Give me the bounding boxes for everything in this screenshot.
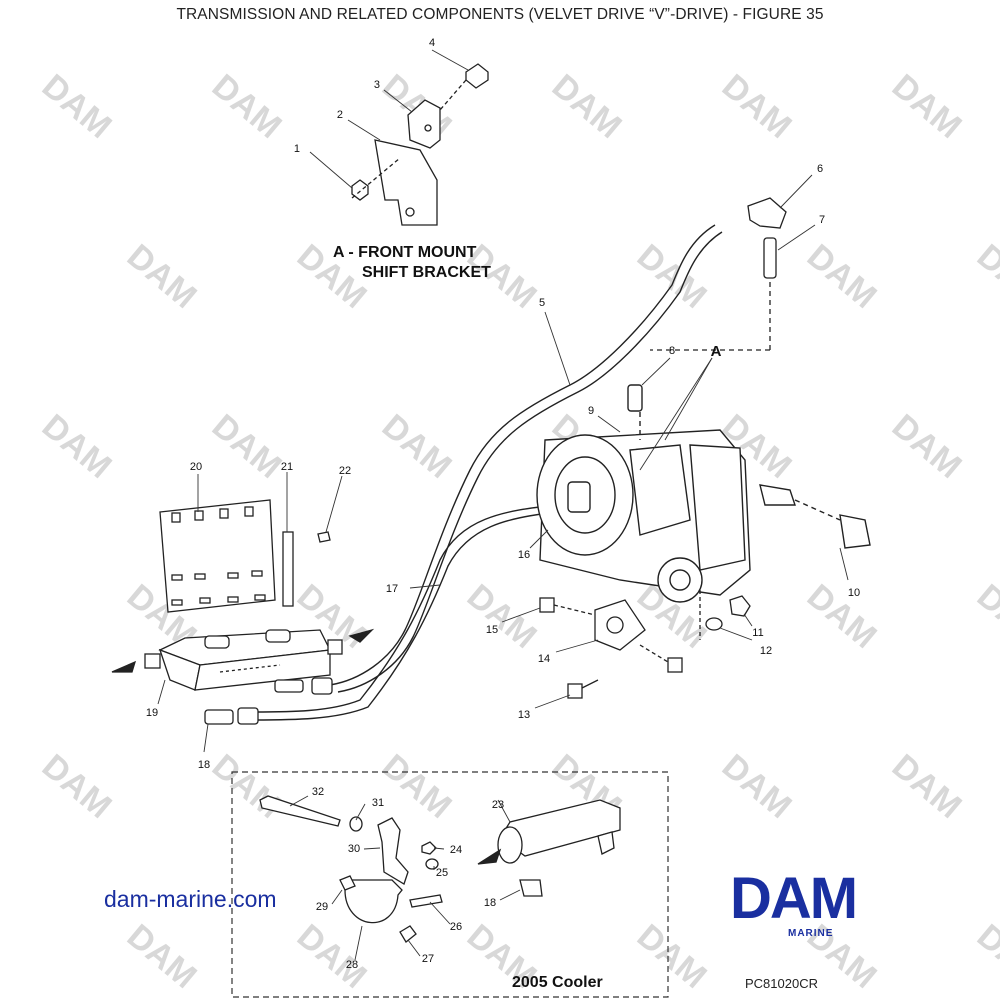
transmission xyxy=(536,384,871,603)
watermark-35: DAM xyxy=(970,917,1000,996)
cooler-2005-caption: 2005 Cooler xyxy=(512,974,603,991)
watermark-11: DAM xyxy=(970,237,1000,316)
callout-14: 14 xyxy=(538,653,550,665)
cooler-2005-parts xyxy=(259,795,621,943)
callout-28: 28 xyxy=(346,959,358,971)
hose-fitting xyxy=(650,197,787,351)
watermark-20: DAM xyxy=(460,577,544,656)
callout-25: 25 xyxy=(436,867,448,879)
callout-18-cooler: 18 xyxy=(484,897,496,909)
front-mount-shift-bracket xyxy=(351,63,489,226)
watermark-17: DAM xyxy=(885,407,969,486)
callout-18: 18 xyxy=(198,759,210,771)
callout-17: 17 xyxy=(386,583,398,595)
watermark-25: DAM xyxy=(205,747,289,826)
callout-12: 12 xyxy=(760,645,772,657)
watermark-23: DAM xyxy=(970,577,1000,656)
callout-29: 29 xyxy=(316,901,328,913)
callout-22: 22 xyxy=(339,465,351,477)
callout-16: 16 xyxy=(518,549,530,561)
callout-19: 19 xyxy=(146,707,158,719)
watermark-3: DAM xyxy=(545,67,629,146)
callout-6: 6 xyxy=(817,163,823,175)
callout-32: 32 xyxy=(312,786,324,798)
watermark-26: DAM xyxy=(375,747,459,826)
mounting-plate xyxy=(159,499,331,613)
callout-21: 21 xyxy=(281,461,293,473)
figure-title: TRANSMISSION AND RELATED COMPONENTS (VEL… xyxy=(176,6,824,23)
callout-9: 9 xyxy=(588,405,594,417)
watermark-6: DAM xyxy=(120,237,204,316)
callout-5: 5 xyxy=(539,297,545,309)
leader-lines xyxy=(157,49,849,961)
watermark-5: DAM xyxy=(885,67,969,146)
watermark-28: DAM xyxy=(715,747,799,826)
callout-13: 13 xyxy=(518,709,530,721)
detail-label-a: A xyxy=(711,343,722,360)
watermark-33: DAM xyxy=(630,917,714,996)
callout-30: 30 xyxy=(348,843,360,855)
callout-20: 20 xyxy=(190,461,202,473)
logo-sub-text: MARINE xyxy=(788,928,834,939)
callout-labels: 1 2 3 4 5 6 7 8 9 10 11 12 13 14 15 16 1… xyxy=(146,37,860,971)
watermark-12: DAM xyxy=(35,407,119,486)
watermark-10: DAM xyxy=(800,237,884,316)
watermark-0: DAM xyxy=(35,67,119,146)
inset-caption-line2: SHIFT BRACKET xyxy=(362,264,491,281)
callout-10: 10 xyxy=(848,587,860,599)
callout-27: 27 xyxy=(422,953,434,965)
callout-7: 7 xyxy=(819,214,825,226)
watermark-13: DAM xyxy=(205,407,289,486)
watermark-14: DAM xyxy=(375,407,459,486)
watermark-1: DAM xyxy=(205,67,289,146)
callout-24: 24 xyxy=(450,844,462,856)
inset-caption-line1: A - FRONT MOUNT xyxy=(333,244,477,261)
coupler-and-bolts xyxy=(539,590,751,699)
callout-1: 1 xyxy=(294,143,300,155)
callout-11: 11 xyxy=(752,627,763,639)
hoses xyxy=(249,224,723,721)
callout-15: 15 xyxy=(486,624,498,636)
oil-cooler xyxy=(111,628,375,725)
watermark-30: DAM xyxy=(120,917,204,996)
logo-main-text: DAM xyxy=(730,866,858,931)
dam-marine-logo: DAM MARINE xyxy=(730,866,900,940)
diagram-code: PC81020CR xyxy=(745,976,818,991)
website-link[interactable]: dam-marine.com xyxy=(104,886,277,912)
watermark-22: DAM xyxy=(800,577,884,656)
callout-2: 2 xyxy=(337,109,343,121)
callout-4: 4 xyxy=(429,37,435,49)
watermark-4: DAM xyxy=(715,67,799,146)
callout-3: 3 xyxy=(374,79,380,91)
callout-23: 23 xyxy=(492,799,504,811)
watermark-24: DAM xyxy=(35,747,119,826)
callout-31: 31 xyxy=(372,797,384,809)
callout-8: 8 xyxy=(669,345,675,357)
watermark-29: DAM xyxy=(885,747,969,826)
callout-26: 26 xyxy=(450,921,462,933)
